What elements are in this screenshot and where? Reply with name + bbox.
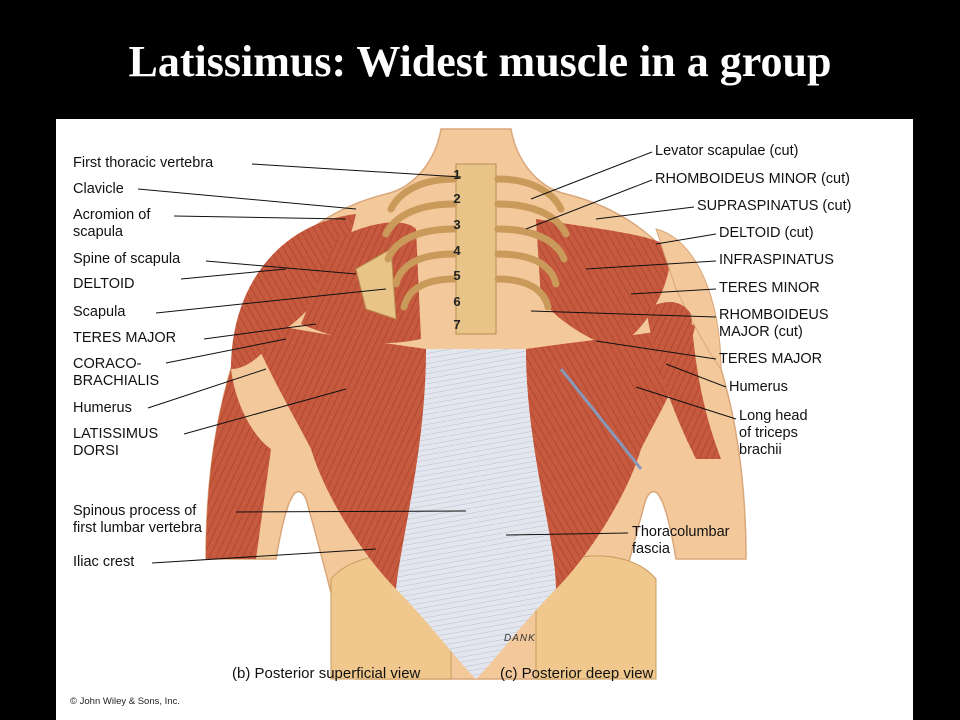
- slide-title: Latissimus: Widest muscle in a group: [128, 37, 832, 86]
- label-teres-major: TERES MAJOR: [73, 330, 177, 346]
- vertebra-number: 4: [453, 243, 461, 258]
- left-scapula: [355, 248, 397, 320]
- vertebra-number: 7: [453, 317, 461, 332]
- right-triceps: [646, 302, 721, 459]
- vertebra-number: 6: [453, 294, 461, 309]
- right-infraspinatus: [536, 219, 671, 349]
- label-coracobrachialis: CORACO- BRACHIALIS: [73, 356, 160, 389]
- label-humerus-right: Humerus: [729, 379, 788, 395]
- label-teres-major-right: TERES MAJOR: [719, 351, 823, 367]
- label-spinous-process: Spinous process of first lumbar vertebra: [73, 503, 202, 536]
- label-deltoid-cut: DELTOID (cut): [719, 225, 814, 241]
- label-latissimus-dorsi: LATISSIMUS DORSI: [73, 426, 159, 459]
- label-rhomboideus-major: RHOMBOIDEUS MAJOR (cut): [719, 307, 829, 340]
- label-rhomboideus-minor: RHOMBOIDEUS MINOR (cut): [655, 171, 850, 187]
- label-first-thoracic-vertebra: First thoracic vertebra: [73, 155, 214, 171]
- left-deltoid: [231, 214, 356, 369]
- label-long-head-triceps: Long head of triceps brachii: [739, 408, 808, 458]
- anatomy-figure: 1 2 3 4 5 6 7 First thoracic vertebra Cl…: [56, 119, 913, 720]
- label-deltoid: DELTOID: [73, 276, 135, 292]
- vertebra-number: 3: [453, 217, 461, 232]
- back-muscles-illustration: [137, 128, 747, 680]
- label-teres-minor: TERES MINOR: [719, 280, 820, 296]
- leader-lines: [137, 151, 737, 564]
- label-humerus: Humerus: [73, 400, 132, 416]
- label-clavicle: Clavicle: [73, 181, 124, 197]
- caption-deep-view: (c) Posterior deep view: [500, 665, 654, 682]
- ribs: [382, 175, 570, 311]
- label-levator-scapulae: Levator scapulae (cut): [655, 143, 799, 159]
- vertebra-number: 1: [453, 167, 461, 182]
- artist-signature: DANK: [504, 633, 536, 644]
- label-iliac-crest: Iliac crest: [73, 554, 135, 570]
- copyright-notice: © John Wiley & Sons, Inc.: [70, 696, 180, 707]
- thoracolumbar-fascia: [396, 349, 556, 679]
- label-acromion: Acromion of scapula: [73, 207, 151, 240]
- label-thoracolumbar-fascia: Thoracolumbar fascia: [632, 524, 730, 557]
- label-infraspinatus: INFRASPINATUS: [719, 252, 834, 268]
- probe: [559, 368, 643, 470]
- label-scapula: Scapula: [73, 304, 126, 320]
- left-latissimus: [246, 319, 426, 589]
- right-latissimus: [526, 324, 696, 589]
- vertebra-number: 5: [453, 268, 461, 283]
- vertebra-number: 2: [453, 191, 461, 206]
- caption-superficial-view: (b) Posterior superficial view: [232, 665, 421, 682]
- label-spine-of-scapula: Spine of scapula: [73, 251, 181, 267]
- label-supraspinatus: SUPRASPINATUS (cut): [697, 198, 852, 214]
- spine-column: [455, 163, 497, 335]
